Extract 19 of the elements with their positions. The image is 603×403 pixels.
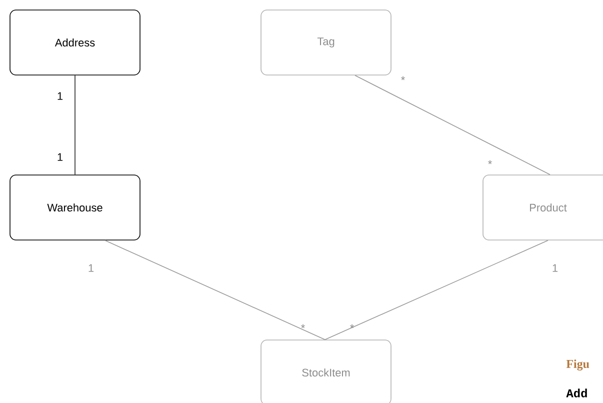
class-box: StockItem: [260, 340, 392, 403]
multiplicity-label: 1: [552, 264, 558, 272]
class-box: Address: [10, 10, 140, 76]
multiplicity-label: 1: [88, 264, 94, 272]
multiplicity-label: 1: [58, 153, 63, 161]
multiplicity-label: *: [488, 160, 492, 164]
class-box: Product: [482, 174, 603, 240]
connector-line: [354, 75, 550, 175]
multiplicity-label: *: [350, 324, 354, 328]
class-box: Warehouse: [10, 174, 140, 240]
connector-line: [74, 75, 76, 175]
multiplicity-label: 1: [58, 92, 63, 100]
multiplicity-label: *: [301, 324, 305, 328]
connector-line: [324, 240, 548, 340]
caption-text: Figu: [566, 360, 590, 370]
connector-line: [104, 240, 326, 340]
multiplicity-label: *: [401, 76, 405, 80]
class-box: Tag: [260, 10, 392, 76]
caption-text: Add: [566, 388, 587, 398]
